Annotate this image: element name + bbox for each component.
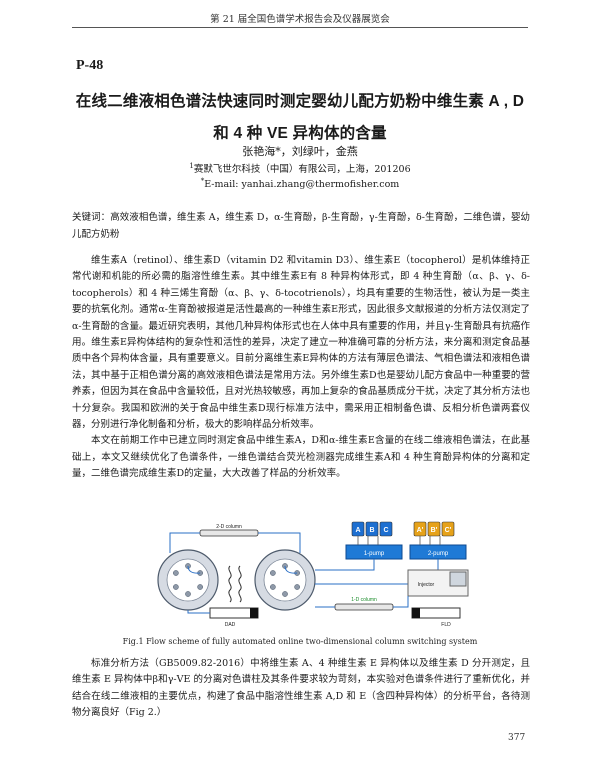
pump-1-label: 1-pump — [364, 551, 385, 557]
running-header: 第 21 届全国色谱学术报告会及仪器展览会 — [210, 14, 390, 25]
column-1d-connections — [315, 596, 409, 608]
flow-scheme-svg: A B C A' B' C' 1-pump 2-pump 2-D column — [157, 521, 469, 628]
solvent-label-4: A' — [417, 527, 424, 534]
flow-scheme-figure: A B C A' B' C' 1-pump 2-pump 2-D column — [150, 508, 480, 628]
valve-1-ports — [173, 563, 203, 597]
valve-1-inner — [166, 558, 210, 602]
solvent-bottles: A B C A' B' C' — [351, 521, 455, 537]
solvent-bottle-2 — [365, 521, 379, 537]
column-1d — [334, 603, 394, 611]
pump-2-label: 2-pump — [428, 551, 449, 557]
valve-2-ports — [270, 563, 300, 597]
authors: 张艳海*，刘绿叶，金燕 — [242, 145, 358, 158]
valve-1-port-3 — [197, 584, 203, 590]
valve-2-inner — [263, 558, 307, 602]
valve-2-port-4 — [282, 591, 288, 597]
valve-2-port-6 — [270, 570, 276, 576]
body-section-2: 标准分析方法（GB5009.82-2016）中将维生素 A、4 种维生素 E 异… — [72, 656, 530, 722]
dad-connection — [187, 610, 210, 614]
valve-1-flow-path — [187, 565, 201, 574]
column-2d — [199, 529, 259, 537]
dad-label: DAD — [225, 622, 236, 628]
body-section-1: 维生素A（retinol）、维生素D（vitamin D2 和vitamin D… — [72, 253, 530, 483]
valve-1-port-5 — [173, 584, 179, 590]
valve-2-port-3 — [294, 584, 300, 590]
email: *E-mail: yanhai.zhang@thermofisher.com — [0, 177, 600, 190]
valve-1-port-4 — [185, 591, 191, 597]
solvent-lines-2 — [419, 536, 441, 545]
header-rule — [72, 27, 528, 28]
solvent-label-2: B — [369, 527, 374, 534]
title-line-2: 和 4 种 VE 异构体的含量 — [213, 125, 387, 142]
fld-label: FLD — [441, 622, 451, 628]
column-1d-label: 1-D column — [351, 597, 377, 603]
solvent-label-6: C' — [445, 527, 452, 534]
paragraph-1: 维生素A（retinol）、维生素D（vitamin D2 和vitamin D… — [72, 255, 530, 431]
solvent-bottle-3 — [379, 521, 393, 537]
email-mark: * — [200, 177, 205, 185]
paragraph-3: 标准分析方法（GB5009.82-2016）中将维生素 A、4 种维生素 E 异… — [72, 658, 530, 719]
affiliation-mark: 1 — [189, 161, 194, 170]
column-2d-label: 2-D column — [216, 524, 242, 530]
valve-2-port-5 — [270, 584, 276, 590]
sample-loop-2 — [238, 565, 242, 603]
pump-connections — [315, 559, 439, 571]
keywords: 关键词：高效液相色谱，维生素 A，维生素 D，α-生育酚，β-生育酚，γ-生育酚… — [72, 212, 530, 240]
affiliation-text: 赛默飞世尔科技（中国）有限公司，上海，201206 — [193, 164, 411, 175]
valve-1-port-6 — [173, 570, 179, 576]
solvent-bottle-6 — [441, 521, 455, 537]
affiliation: 1赛默飞世尔科技（中国）有限公司，上海，201206 — [0, 161, 600, 175]
column-2d-connections — [169, 532, 301, 553]
title-line-1: 在线二维液相色谱法快速同时测定婴幼儿配方奶粉中维生素 A , D — [75, 93, 525, 110]
injector-tray — [449, 571, 467, 587]
solvent-label-5: B' — [431, 527, 438, 534]
solvent-bottle-5 — [427, 521, 441, 537]
injector-label: Injector — [418, 582, 435, 588]
sample-loop-1 — [228, 565, 232, 603]
paper-id: P-48 — [76, 58, 104, 73]
fld-detector-cell — [412, 608, 420, 618]
valve-2-flow-path — [284, 565, 298, 574]
paper-title: 在线二维液相色谱法快速同时测定婴幼儿配方奶粉中维生素 A , D 和 4 种 V… — [62, 86, 538, 150]
solvent-label-1: A — [355, 527, 360, 534]
figure-caption: Fig.1 Flow scheme of fully automated onl… — [122, 637, 478, 646]
paragraph-2: 本文在前期工作中已建立同时测定食品中维生素A，D和α-维生素E含量的在线二维液相… — [72, 435, 530, 480]
dad-detector-cell — [250, 608, 258, 618]
page-number: 377 — [508, 733, 526, 743]
solvent-label-3: C — [383, 527, 388, 534]
solvent-lines-1 — [357, 536, 379, 545]
email-text: E-mail: yanhai.zhang@thermofisher.com — [204, 179, 400, 191]
